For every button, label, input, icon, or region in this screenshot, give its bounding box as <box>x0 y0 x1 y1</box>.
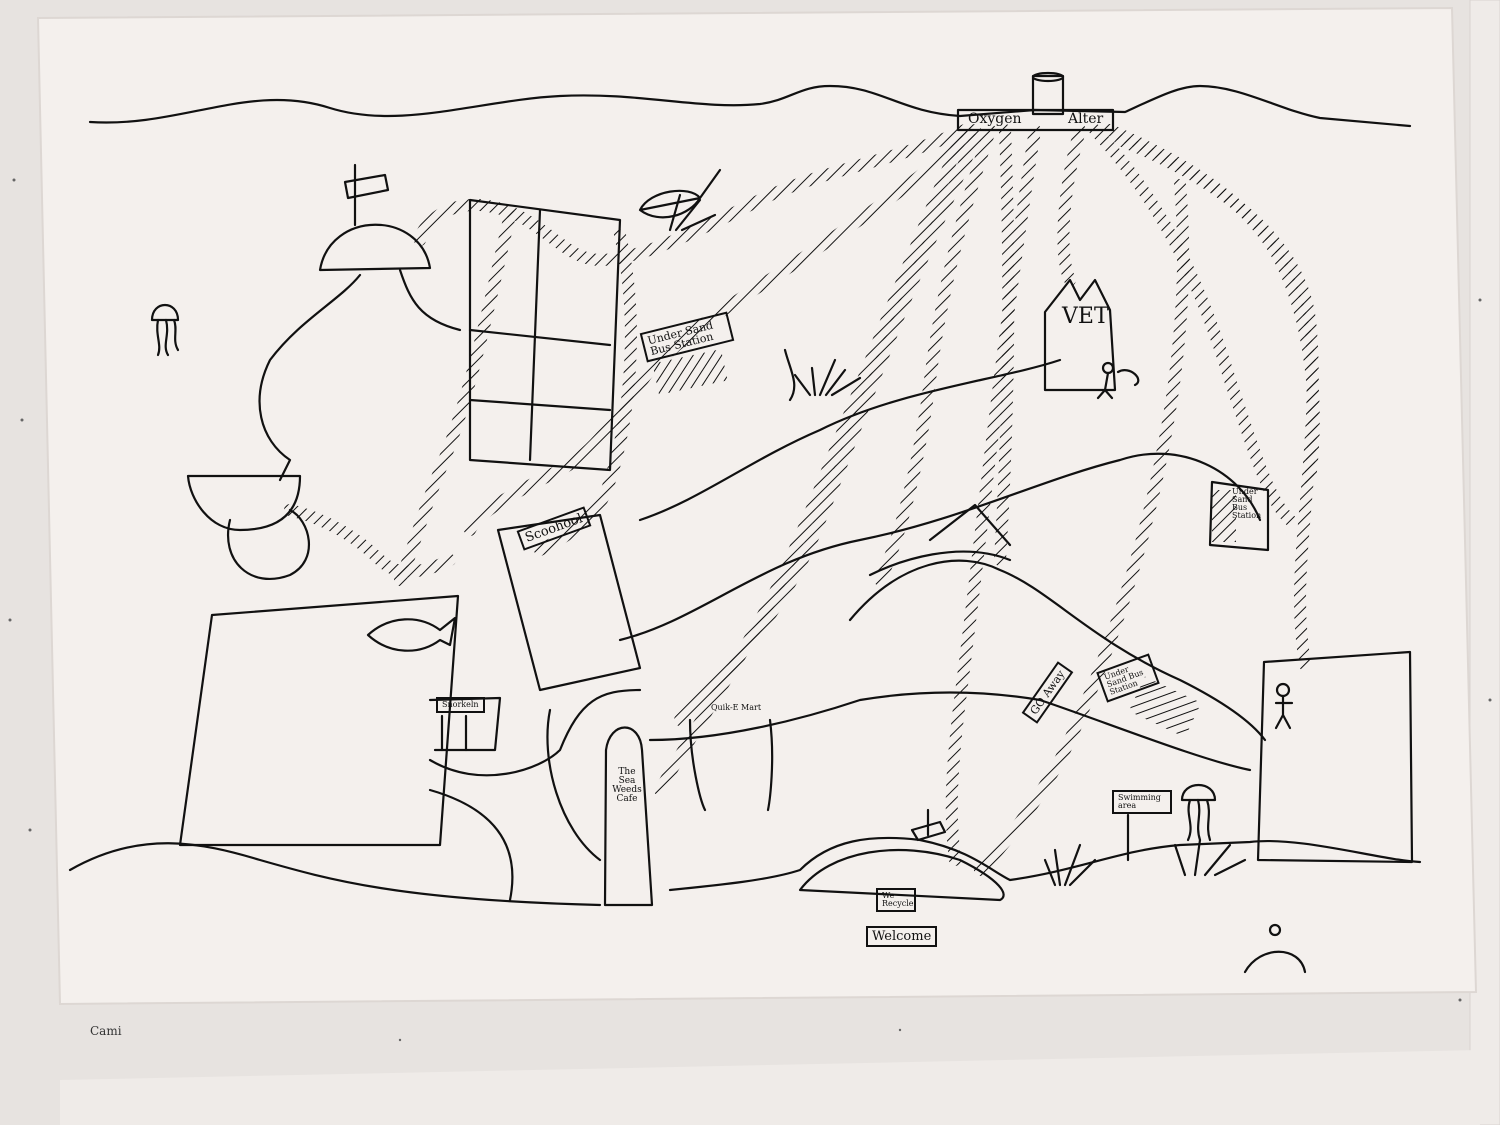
sea-surface-line <box>88 84 1412 128</box>
swordfish <box>638 168 722 219</box>
left-large-enclosure <box>178 594 460 847</box>
artist-name: Cami <box>90 1024 122 1038</box>
school-building <box>496 513 642 692</box>
vet-building <box>1043 278 1117 392</box>
jellyfish-right <box>1180 784 1217 802</box>
welcome-mound <box>798 848 1005 902</box>
bus-station-stripes-right <box>1212 490 1236 542</box>
building-block <box>468 198 622 472</box>
seaweed-tower-cafe <box>603 726 654 907</box>
birdbath <box>910 820 947 842</box>
alter-label: Alter <box>1068 111 1104 127</box>
sea-plant <box>1043 843 1097 887</box>
oxygen-tubes <box>284 124 1320 876</box>
dome-house <box>318 223 432 272</box>
skeleton-figure <box>783 348 796 402</box>
jellyfish-left <box>150 304 180 322</box>
quik-e-mart-sign: Quik-E Mart <box>710 703 762 712</box>
sea-plant <box>793 358 862 397</box>
vet-label: VET <box>1062 304 1109 329</box>
paper-sheet <box>36 6 1478 1006</box>
welcome-sign: Welcome <box>866 926 938 947</box>
oxygen-label: Oxygen <box>968 111 1022 127</box>
tiny-island <box>1243 950 1307 974</box>
we-recycle-sign: We Recycle <box>876 888 916 912</box>
sea-plant <box>1173 838 1247 877</box>
bus-station-right-sign: Under Sand Bus Station <box>1232 487 1262 520</box>
bus-station-stripes-lower <box>1128 676 1202 738</box>
bus-station-stripes <box>652 349 728 395</box>
shark <box>366 616 457 652</box>
bus-station-right <box>1208 480 1270 552</box>
left-pod <box>186 474 302 532</box>
cafe-sign: The Sea Weeds Cafe <box>612 767 642 804</box>
swimming-area-sign: Swimming area <box>1112 790 1172 814</box>
snorkel-sign: Snorkeln <box>436 697 485 713</box>
